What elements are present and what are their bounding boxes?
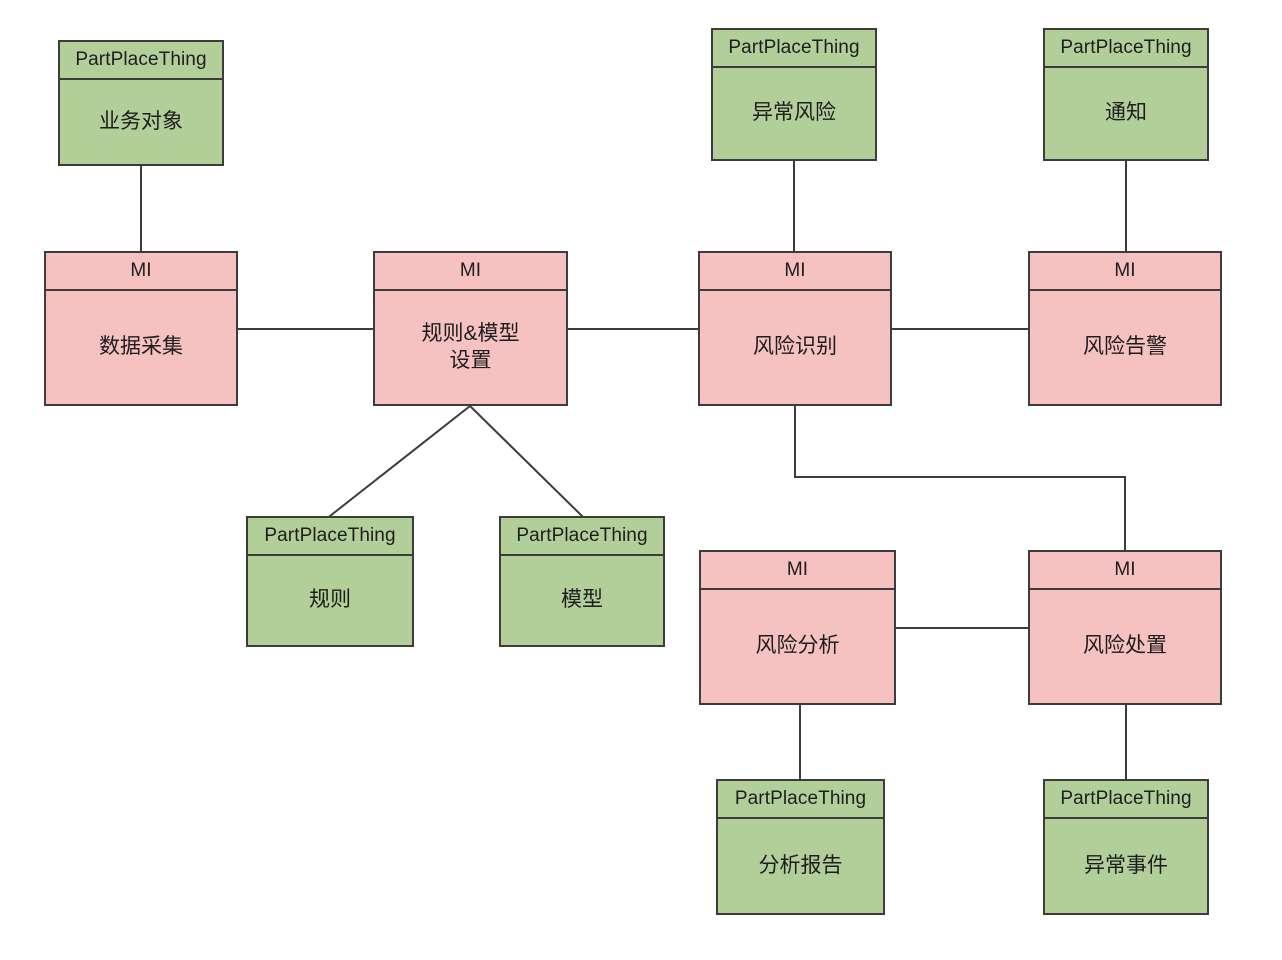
node-name-label: 通知 [1105,101,1147,125]
node-stereotype-label: MI [375,253,566,291]
node-stereotype-label: MI [46,253,236,291]
node-stereotype-label: PartPlaceThing [248,518,412,556]
node-risk-analysis[interactable]: MI 风险分析 [699,550,896,705]
edge-rule-model-setup--rule [328,404,472,518]
node-stereotype-label: PartPlaceThing [718,781,883,819]
node-name-label: 风险告警 [1083,335,1167,359]
node-business-object[interactable]: PartPlaceThing 业务对象 [58,40,224,166]
edge-rule-model-setup--model [468,404,584,518]
node-stereotype-label: MI [700,253,890,291]
node-analysis-report[interactable]: PartPlaceThing 分析报告 [716,779,885,915]
node-rule-model-setup[interactable]: MI 规则&模型 设置 [373,251,568,406]
node-abnormal-event[interactable]: PartPlaceThing 异常事件 [1043,779,1209,915]
node-notification[interactable]: PartPlaceThing 通知 [1043,28,1209,161]
node-stereotype-label: PartPlaceThing [713,30,875,68]
node-rule[interactable]: PartPlaceThing 规则 [246,516,414,647]
edge-risk-identify--risk-disposal [794,405,1126,551]
node-name-label: 风险识别 [753,335,837,359]
node-stereotype-label: MI [701,552,894,590]
node-name-label: 数据采集 [99,335,183,359]
node-stereotype-label: MI [1030,552,1220,590]
node-risk-disposal[interactable]: MI 风险处置 [1028,550,1222,705]
node-model[interactable]: PartPlaceThing 模型 [499,516,665,647]
node-name-label: 模型 [561,588,603,612]
node-name-label: 风险处置 [1083,634,1167,658]
node-risk-alarm[interactable]: MI 风险告警 [1028,251,1222,406]
node-name-label: 异常事件 [1084,853,1168,877]
node-name-label: 风险分析 [755,634,840,658]
node-stereotype-label: MI [1030,253,1220,291]
node-name-label: 分析报告 [758,853,843,877]
node-abnormal-risk[interactable]: PartPlaceThing 异常风险 [711,28,877,161]
node-name-label: 异常风险 [752,101,836,125]
node-stereotype-label: PartPlaceThing [1045,30,1207,68]
node-stereotype-label: PartPlaceThing [1045,781,1207,819]
node-name-label: 业务对象 [99,109,183,133]
node-name-label: 规则&模型 设置 [421,321,520,372]
node-risk-identify[interactable]: MI 风险识别 [698,251,892,406]
node-stereotype-label: PartPlaceThing [60,42,222,80]
node-stereotype-label: PartPlaceThing [501,518,663,556]
node-name-label: 规则 [309,588,351,612]
node-data-collection[interactable]: MI 数据采集 [44,251,238,406]
